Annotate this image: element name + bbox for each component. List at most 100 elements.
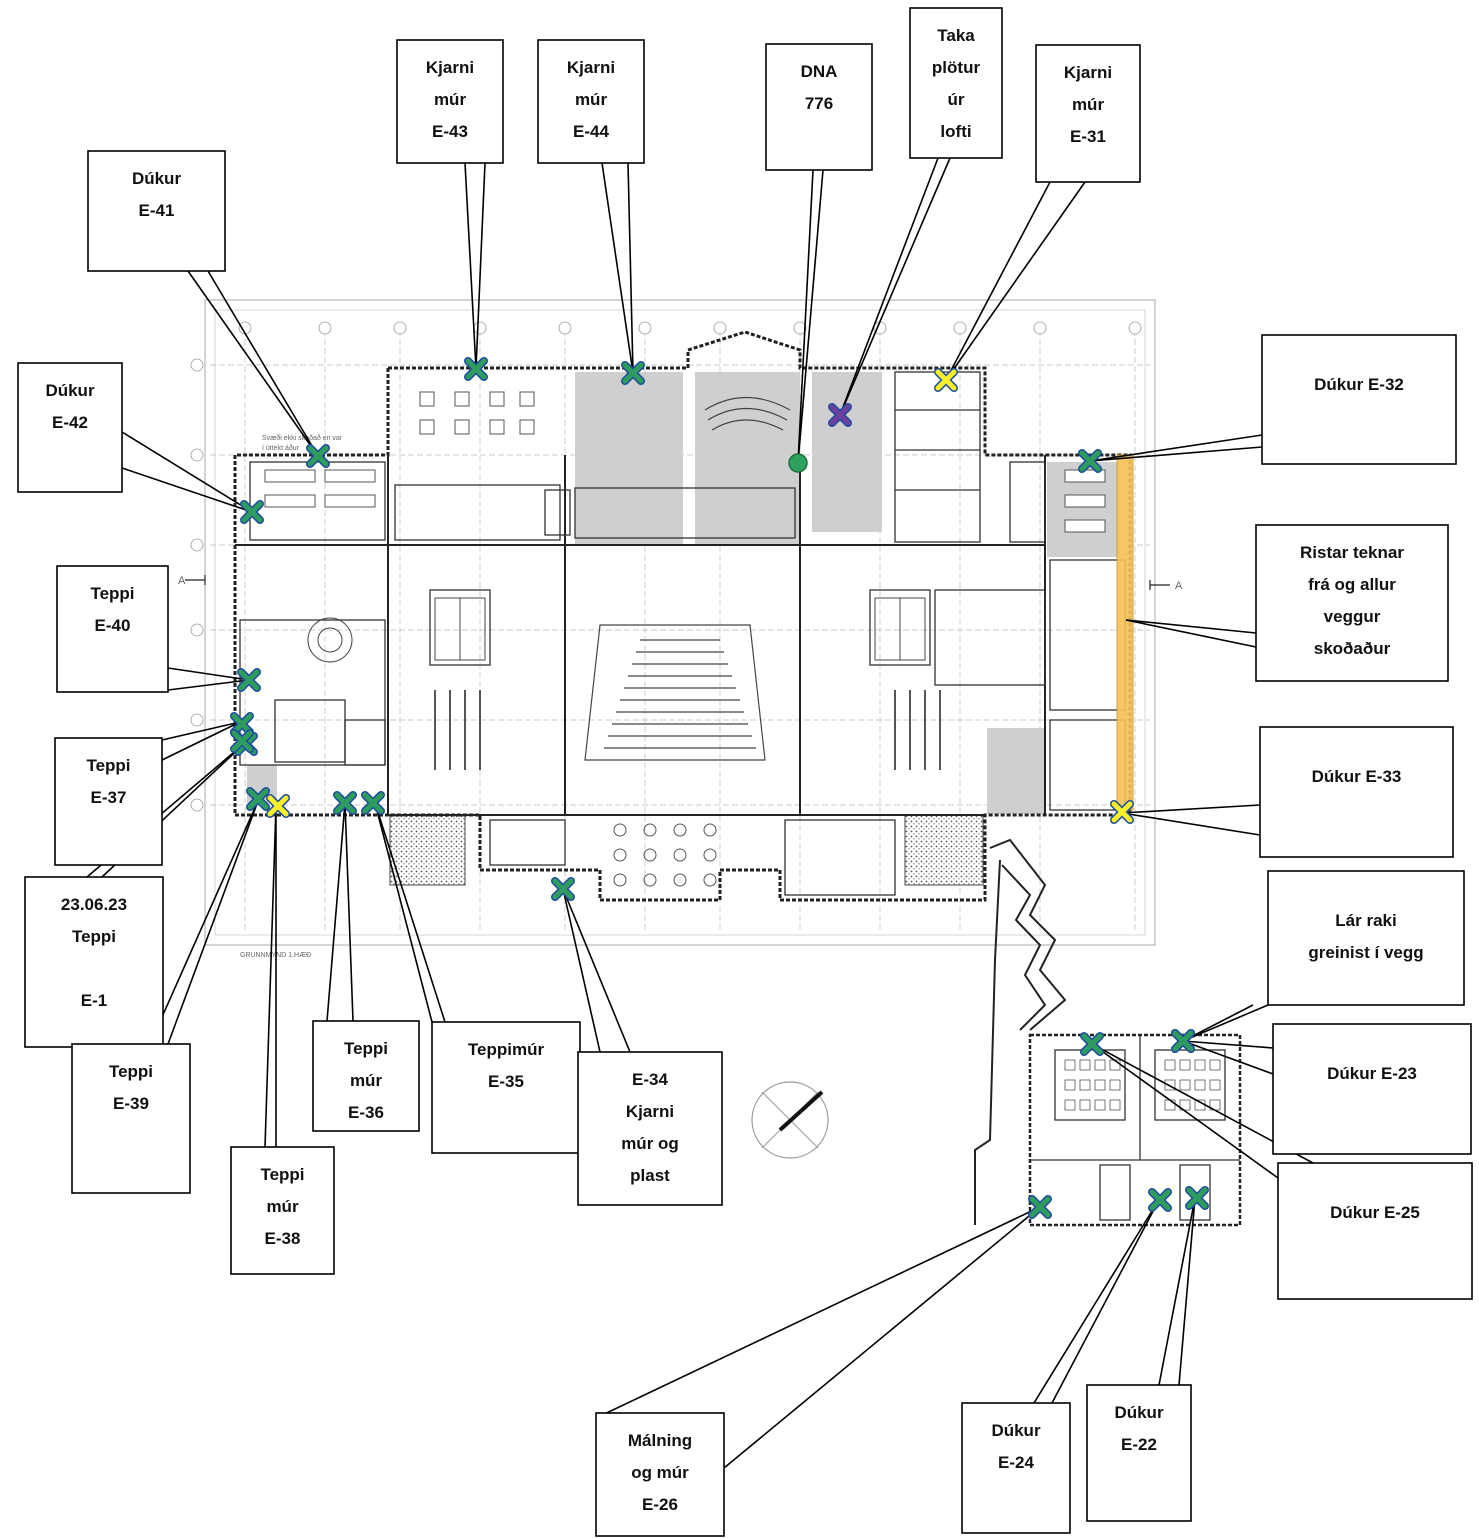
yellow-x-marker-icon <box>1110 800 1134 824</box>
callout-label-line: Kjarni <box>1064 63 1112 82</box>
callout-box: Dúkur E-33 <box>1259 726 1454 858</box>
callout-label-line: Lár raki <box>1335 911 1396 930</box>
plan-note-line1: Svæði ekki skoðað en var <box>262 434 343 442</box>
green-x-marker-icon <box>1185 1186 1209 1210</box>
leader-line <box>562 888 631 1053</box>
green-x-marker-icon <box>237 668 261 692</box>
green-x-marker-icon <box>240 500 264 524</box>
callout-label-line: Dúkur E-25 <box>1330 1203 1420 1222</box>
floor-plan: A A Svæði ekki skoðað en var í úttekt áð… <box>178 299 1242 1227</box>
green-x-marker-icon <box>333 791 357 815</box>
callout-label-line: múr <box>434 90 467 109</box>
leader-line <box>1121 804 1261 836</box>
section-mark-right: A <box>1175 580 1183 592</box>
callout-label-line: E-24 <box>998 1453 1034 1472</box>
sample-markers <box>230 357 1209 1219</box>
leader-line <box>374 802 446 1023</box>
leader-line <box>121 431 253 513</box>
purple-x-marker-icon <box>828 403 852 427</box>
callout-label-line: Dúkur <box>1114 1403 1164 1422</box>
callout-label-line: E-1 <box>81 991 107 1010</box>
callout-label-line: Dúkur <box>45 381 95 400</box>
leader-line <box>1125 619 1257 648</box>
callout-label-line: Teppi <box>344 1039 388 1058</box>
callout-label-line: Dúkur <box>991 1421 1041 1440</box>
callout-label-line: plast <box>630 1166 670 1185</box>
callout-box: Dúkur E-23 <box>1272 1023 1472 1155</box>
callout-label-line: múr <box>575 90 608 109</box>
callout-label-line: Teppi <box>72 927 116 946</box>
callout-box: Lár raki greinist í vegg <box>1267 870 1465 1006</box>
callout-label-line: E-31 <box>1070 127 1106 146</box>
callout-label-line: 776 <box>805 94 833 113</box>
north-arrow-icon <box>751 1081 829 1159</box>
callout-label-line: Teppi <box>90 584 134 603</box>
callout-label-line: Kjarni <box>567 58 615 77</box>
green-x-marker-icon <box>551 877 575 901</box>
section-mark-left: A <box>178 575 186 587</box>
callout-label-line: E-40 <box>95 616 131 635</box>
callout-label-line: E-35 <box>488 1072 524 1091</box>
highlighted-wall <box>1116 454 1134 811</box>
green-x-marker-icon <box>1080 1032 1104 1056</box>
leader-line <box>1158 1197 1196 1386</box>
callout-label-line: frá og allur <box>1308 575 1396 594</box>
callout-box: Dúkur E-25 <box>1277 1162 1473 1300</box>
green-x-marker-icon <box>230 712 254 736</box>
callout-box: Dúkur E-32 <box>1261 334 1457 465</box>
callout-label-line: Teppimúr <box>468 1040 545 1059</box>
green-dot-marker-icon <box>788 453 808 473</box>
leader-line <box>1089 434 1263 462</box>
callout-label-line: E-39 <box>113 1094 149 1113</box>
callout-label-line: Dúkur <box>132 169 182 188</box>
leader-line <box>187 270 319 457</box>
leader-line <box>839 157 951 416</box>
green-x-marker-icon <box>1028 1195 1052 1219</box>
leader-line <box>464 162 486 370</box>
leader-line <box>1182 1040 1274 1075</box>
callout-label-line: múr og <box>621 1134 679 1153</box>
green-x-marker-icon <box>464 357 488 381</box>
callout-label-line: Teppi <box>260 1165 304 1184</box>
leader-line <box>1033 1197 1161 1404</box>
leader-line <box>601 162 634 374</box>
callout-boxes: KjarnimúrE-43KjarnimúrE-44DNA776Takaplöt… <box>17 7 1473 1537</box>
yellow-x-marker-icon <box>934 368 958 392</box>
callout-label-line: múr <box>266 1197 299 1216</box>
callout-label-line: Dúkur E-33 <box>1312 767 1402 786</box>
callout-label-line: E-43 <box>432 122 468 141</box>
leader-line <box>167 667 250 691</box>
leader-line <box>797 169 824 464</box>
callout-label-line: Kjarni <box>426 58 474 77</box>
callout-label-line: veggur <box>1324 607 1381 626</box>
callout-label-line: og múr <box>631 1463 689 1482</box>
leader-line <box>161 721 241 761</box>
yellow-x-marker-icon <box>266 794 290 818</box>
callout-label-line: E-42 <box>52 413 88 432</box>
green-x-marker-icon <box>1078 449 1102 473</box>
callout-label-line: greinist í vegg <box>1308 943 1423 962</box>
green-x-marker-icon <box>230 729 254 753</box>
callout-label-line: E-34 <box>632 1070 668 1089</box>
callout-label-line: Kjarni <box>626 1102 674 1121</box>
callout-label-line: plötur <box>932 58 981 77</box>
leader-line <box>945 181 1086 381</box>
callout-label-line: 23.06.23 <box>61 895 127 914</box>
green-x-marker-icon <box>361 791 385 815</box>
callout-label-line: E-26 <box>642 1495 678 1514</box>
